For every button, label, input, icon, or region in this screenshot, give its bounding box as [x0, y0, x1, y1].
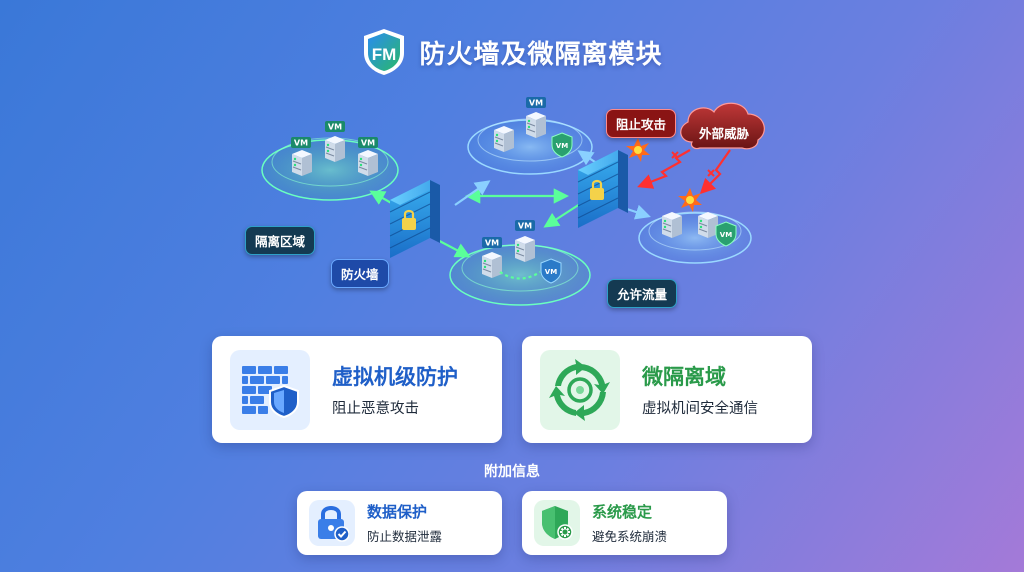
logo-text: FM: [372, 45, 397, 64]
info-title: 系统稳定: [592, 503, 653, 521]
firewall-label: 防火墙: [331, 259, 389, 288]
server-icon: [291, 149, 313, 177]
gear-shield-icon: [534, 500, 580, 546]
server-icon: [493, 125, 515, 153]
page-header: FM 防火墙及微隔离模块: [0, 29, 1024, 75]
server-icon: [525, 111, 547, 139]
info-subtitle: 避免系统崩溃: [592, 529, 668, 544]
vm-badge: VM: [361, 139, 375, 148]
circular-arrows-icon: [540, 349, 620, 430]
vm-shield-icon: VM: [551, 132, 573, 158]
fm-shield-logo-icon: FM: [364, 29, 405, 75]
server-icon: [514, 235, 536, 263]
vm-shield-icon: VM: [715, 221, 737, 247]
vm-badge: VM: [518, 222, 532, 231]
feature-title: 微隔离域: [642, 365, 726, 389]
vm-badge: VM: [294, 139, 308, 148]
vm-badge: VM: [485, 239, 499, 248]
server-icon: [357, 149, 379, 177]
vm-badge: VM: [328, 123, 342, 132]
network-diagram: VM VM VM VM VM VM VM VM VM: [261, 97, 765, 306]
additional-info-label: 附加信息: [484, 464, 540, 480]
server-icon: [481, 251, 503, 279]
svg-text:VM: VM: [720, 231, 732, 239]
firewall-right-icon: [577, 149, 629, 229]
svg-text:VM: VM: [545, 268, 557, 276]
external-threat-label: 外部威胁: [698, 126, 750, 141]
external-threat-cloud: 外部威胁: [680, 102, 765, 150]
block-attack-label: 阻止攻击: [606, 109, 677, 138]
firewall-left-icon: [389, 179, 441, 259]
lock-icon: [309, 500, 355, 546]
vm-shield-icon: VM: [540, 258, 562, 284]
attack-arrows: [637, 149, 731, 195]
info-card-data-protection: 数据保护 防止数据泄露: [297, 491, 502, 555]
server-icon: [661, 211, 683, 239]
server-icon: [324, 135, 346, 163]
info-card-system-stability: 系统稳定 避免系统崩溃: [522, 491, 727, 555]
server-icon: [697, 211, 719, 239]
feature-subtitle: 阻止恶意攻击: [332, 401, 419, 417]
svg-text:VM: VM: [556, 142, 568, 150]
feature-card-micro-isolation: 微隔离域 虚拟机间安全通信: [522, 336, 812, 443]
allowed-traffic-label: 允许流量: [607, 279, 678, 308]
info-title: 数据保护: [367, 503, 428, 521]
explosion-icon: [678, 188, 702, 212]
explosion-icon: [626, 138, 650, 162]
feature-title: 虚拟机级防护: [332, 365, 458, 389]
feature-subtitle: 虚拟机间安全通信: [642, 401, 758, 417]
firewall-shield-icon: [230, 349, 310, 430]
info-subtitle: 防止数据泄露: [367, 529, 443, 544]
vm-badge: VM: [529, 99, 543, 108]
page-title: 防火墙及微隔离模块: [419, 39, 663, 70]
isolation-zone-label: 隔离区域: [245, 226, 316, 255]
feature-card-vm-protection: 虚拟机级防护 阻止恶意攻击: [212, 336, 502, 443]
